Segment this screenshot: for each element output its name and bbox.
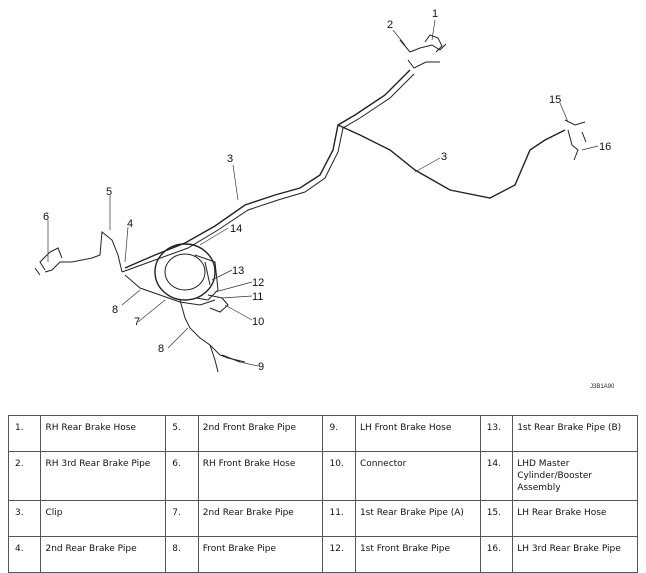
rh-rear-fitting	[424, 34, 443, 53]
legend-part-name: RH 3rd Rear Brake Pipe	[40, 451, 167, 501]
master-cylinder-body	[194, 254, 219, 301]
callout-12: 12	[252, 277, 264, 289]
legend-number: 4.	[7, 536, 42, 573]
legend-number: 8.	[165, 536, 199, 573]
legend-part-name: LH Rear Brake Hose	[512, 500, 638, 537]
legend-part-name: RH Rear Brake Hose	[40, 415, 167, 452]
legend-number: 16.	[479, 536, 514, 573]
legend-number: 2.	[7, 451, 42, 501]
legend-part-name: 2nd Rear Brake Pipe	[197, 500, 324, 537]
callout-8b: 8	[158, 343, 164, 355]
legend-number: 6.	[165, 451, 199, 501]
callout-10: 10	[252, 316, 264, 328]
legend-number: 13.	[479, 415, 514, 452]
callout-3b: 3	[441, 151, 447, 163]
legend-number: 3.	[7, 500, 42, 537]
leader-lines	[47, 19, 599, 367]
legend-part-name: 2nd Rear Brake Pipe	[40, 536, 167, 573]
callout-5: 5	[106, 186, 112, 198]
connector	[207, 294, 229, 313]
callout-4: 4	[127, 218, 133, 230]
legend-part-name: RH Front Brake Hose	[197, 451, 324, 501]
legend-part-name: 1st Rear Brake Pipe (A)	[354, 500, 481, 537]
rear-brake-pipe-main-2	[121, 73, 415, 273]
rh-front-hose	[34, 247, 63, 276]
legend-number: 14.	[479, 451, 514, 501]
2nd-rear-brake-pipe-lower	[124, 274, 216, 306]
legend-number: 7.	[165, 500, 199, 537]
legend-part-name: 2nd Front Brake Pipe	[197, 415, 324, 452]
callout-6: 6	[43, 211, 49, 223]
legend-number: 15.	[479, 500, 514, 537]
rh-rear-hose	[399, 39, 447, 69]
callout-9: 9	[258, 361, 264, 373]
lh-rear-hose	[564, 119, 587, 161]
legend-part-name: Clip	[40, 500, 167, 537]
figure-code: J3B1A90	[590, 384, 615, 390]
callout-15: 15	[549, 94, 561, 106]
legend-number: 5.	[165, 415, 199, 452]
master-cylinder-booster	[154, 243, 216, 301]
legend-part-name: Front Brake Pipe	[197, 536, 324, 573]
brake-pipe-diagram: 1 2 3 3 4 5 6 7 8 8 9 10 11 12 13 14 15 …	[34, 8, 615, 390]
callout-7: 7	[134, 316, 140, 328]
callout-3a: 3	[227, 153, 233, 165]
lh-front-hose	[209, 344, 241, 373]
callout-2: 2	[387, 19, 393, 31]
booster-inner	[164, 253, 206, 291]
front-brake-pipe-rh	[44, 231, 123, 273]
legend-number: 1.	[7, 415, 42, 452]
legend-part-name: Connector	[354, 451, 481, 501]
callout-11: 11	[252, 291, 263, 303]
rear-brake-pipe-main	[124, 69, 411, 269]
callout-13: 13	[232, 265, 244, 277]
legend-number: 9.	[322, 415, 356, 452]
callout-1: 1	[432, 8, 438, 20]
front-brake-pipe-lh	[179, 299, 246, 363]
legend-part-name: LHD Master Cylinder/Booster Assembly	[512, 451, 638, 501]
callout-14: 14	[230, 223, 242, 235]
callout-8a: 8	[112, 304, 118, 316]
legend-part-name: 1st Front Brake Pipe	[354, 536, 481, 573]
legend-number: 10.	[322, 451, 356, 501]
legend-part-name: LH 3rd Rear Brake Pipe	[512, 536, 638, 573]
lh-rear-brake-pipe	[337, 124, 566, 199]
legend-part-name: 1st Rear Brake Pipe (B)	[512, 415, 638, 452]
legend-number: 12.	[322, 536, 356, 573]
legend-part-name: LH Front Brake Hose	[354, 415, 481, 452]
legend-number: 11.	[322, 500, 356, 537]
callout-16: 16	[599, 141, 611, 153]
